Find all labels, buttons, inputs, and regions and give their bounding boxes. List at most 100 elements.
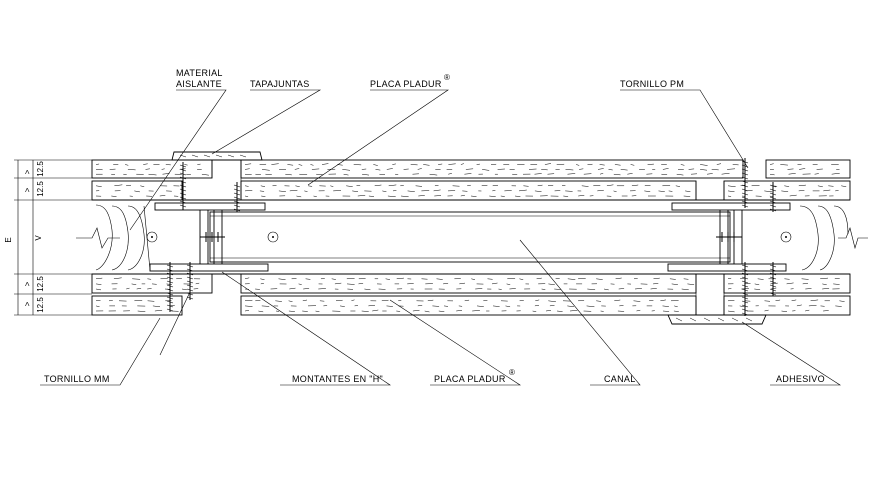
plaster-hatch-mark — [509, 288, 516, 290]
plaster-hatch-mark — [561, 185, 566, 187]
screw-thread — [179, 176, 187, 180]
plaster-hatch-mark — [544, 163, 552, 165]
plaster-hatch-mark — [784, 185, 790, 187]
plaster-hatch-mark — [400, 195, 409, 198]
plaster-hatch-mark — [305, 278, 311, 280]
plaster-hatch-mark — [798, 184, 806, 187]
plaster-hatch-mark — [368, 304, 376, 307]
plaster-hatch-mark — [771, 287, 777, 290]
plaster-hatch-mark — [388, 184, 397, 187]
screw-thread — [179, 204, 187, 208]
plaster-hatch-mark — [170, 304, 175, 307]
dimension-top-1-symbol: > — [23, 169, 32, 174]
plaster-hatch-mark — [358, 283, 364, 285]
annotation-labels: MATERIAL AISLANTE TAPAJUNTAS PLACA PLADU… — [44, 68, 825, 384]
plaster-hatch-mark — [739, 305, 745, 308]
screw-thread — [741, 168, 749, 172]
plaster-hatch-mark — [417, 168, 422, 170]
plaster-hatch-mark — [634, 288, 642, 290]
plaster-hatch-mark — [687, 283, 695, 285]
plaster-hatch-mark — [113, 277, 122, 280]
plaster-hatch-mark — [95, 277, 103, 280]
label-material-aislante-line2: AISLANTE — [176, 79, 222, 89]
plaster-hatch-mark — [298, 164, 303, 166]
plaster-hatch-mark — [361, 310, 369, 312]
screw-thread — [233, 204, 241, 208]
plaster-hatch-mark — [467, 184, 471, 187]
dimension-bottom-1: 12.5 — [36, 276, 45, 292]
plaster-hatch-mark — [368, 195, 375, 197]
plaster-hatch-mark — [801, 278, 809, 280]
screw-thread — [741, 176, 749, 180]
plaster-hatch-mark — [823, 189, 831, 192]
plaster-hatch-mark — [132, 278, 141, 280]
plaster-hatch-mark — [823, 310, 829, 312]
plaster-hatch-mark — [606, 184, 614, 187]
screw-thread — [741, 300, 749, 304]
plaster-hatch-mark — [147, 278, 152, 280]
label-canal: CANAL — [604, 374, 636, 384]
plaster-hatch-mark — [392, 190, 397, 192]
plaster-hatch-mark — [769, 163, 774, 165]
screws — [166, 158, 777, 316]
screw-thread — [166, 284, 174, 288]
dimension-chain: E 12.5 > 12.5 > V 12.5 > 12.5 > — [4, 159, 92, 316]
screw-thread — [741, 280, 749, 284]
plaster-hatch-mark — [147, 300, 155, 302]
plaster-hatch-mark — [481, 184, 488, 187]
screw-thread — [179, 192, 187, 196]
plaster-hatch-mark — [620, 169, 628, 171]
plaster-hatch-mark — [95, 283, 102, 285]
screw-thread — [741, 272, 749, 276]
plaster-hatch-mark — [482, 169, 490, 171]
plaster-hatch-mark — [181, 288, 187, 291]
plaster-hatch-mark — [498, 288, 502, 290]
label-placa-pladur-bottom-registered: ® — [509, 368, 515, 377]
screw-thread — [741, 204, 749, 208]
plaster-hatch-mark — [148, 173, 157, 176]
plaster-hatch-mark — [289, 287, 296, 290]
plaster-hatch-mark — [476, 305, 484, 307]
fixing-point-2 — [267, 231, 279, 243]
plaster-hatch-mark — [244, 168, 250, 170]
plaster-hatch-mark — [727, 168, 736, 170]
screw-thread — [741, 196, 749, 200]
plaster-hatch-mark — [127, 169, 136, 171]
plaster-hatch-mark — [597, 189, 604, 192]
screw-thread — [769, 208, 777, 212]
plaster-hatch-mark — [161, 168, 165, 170]
plaster-hatch-mark — [471, 278, 476, 280]
plaster-hatch-mark — [443, 282, 449, 285]
steel-profiles — [146, 202, 792, 272]
plaster-hatch-mark — [308, 185, 313, 187]
plaster-hatch-mark — [599, 173, 604, 175]
plaster-hatch-mark — [586, 305, 595, 308]
board-bottom-inner-left — [91, 273, 213, 294]
plaster-hatch-mark — [534, 173, 542, 175]
screw-thread — [741, 200, 749, 204]
plaster-hatch-mark — [427, 299, 434, 302]
board-bottom-outer-mid — [240, 295, 697, 316]
screw-thread — [741, 184, 749, 188]
dimension-core: V — [34, 235, 43, 241]
plaster-hatch-mark — [688, 168, 695, 170]
plaster-hatch-mark — [769, 195, 773, 198]
plaster-hatch-mark — [683, 195, 691, 197]
plaster-hatch-mark — [662, 310, 670, 312]
plaster-hatch-mark — [721, 172, 730, 175]
screw-thread — [166, 288, 174, 292]
plaster-hatch-mark — [603, 288, 609, 291]
plaster-hatch-mark — [727, 277, 732, 280]
plaster-hatch-mark — [683, 278, 689, 280]
plaster-hatch-mark — [287, 164, 294, 166]
screw-thread — [741, 288, 749, 292]
plaster-hatch-mark — [576, 164, 580, 166]
plaster-hatch-mark — [537, 184, 543, 187]
plaster-hatch-mark — [814, 173, 819, 175]
plaster-hatch-mark — [372, 309, 379, 312]
break-line-right — [838, 227, 868, 250]
plaster-hatch-mark — [828, 185, 834, 187]
screw-thread — [166, 296, 174, 300]
plaster-hatch-mark — [545, 310, 552, 312]
plaster-hatch-mark — [618, 288, 625, 290]
